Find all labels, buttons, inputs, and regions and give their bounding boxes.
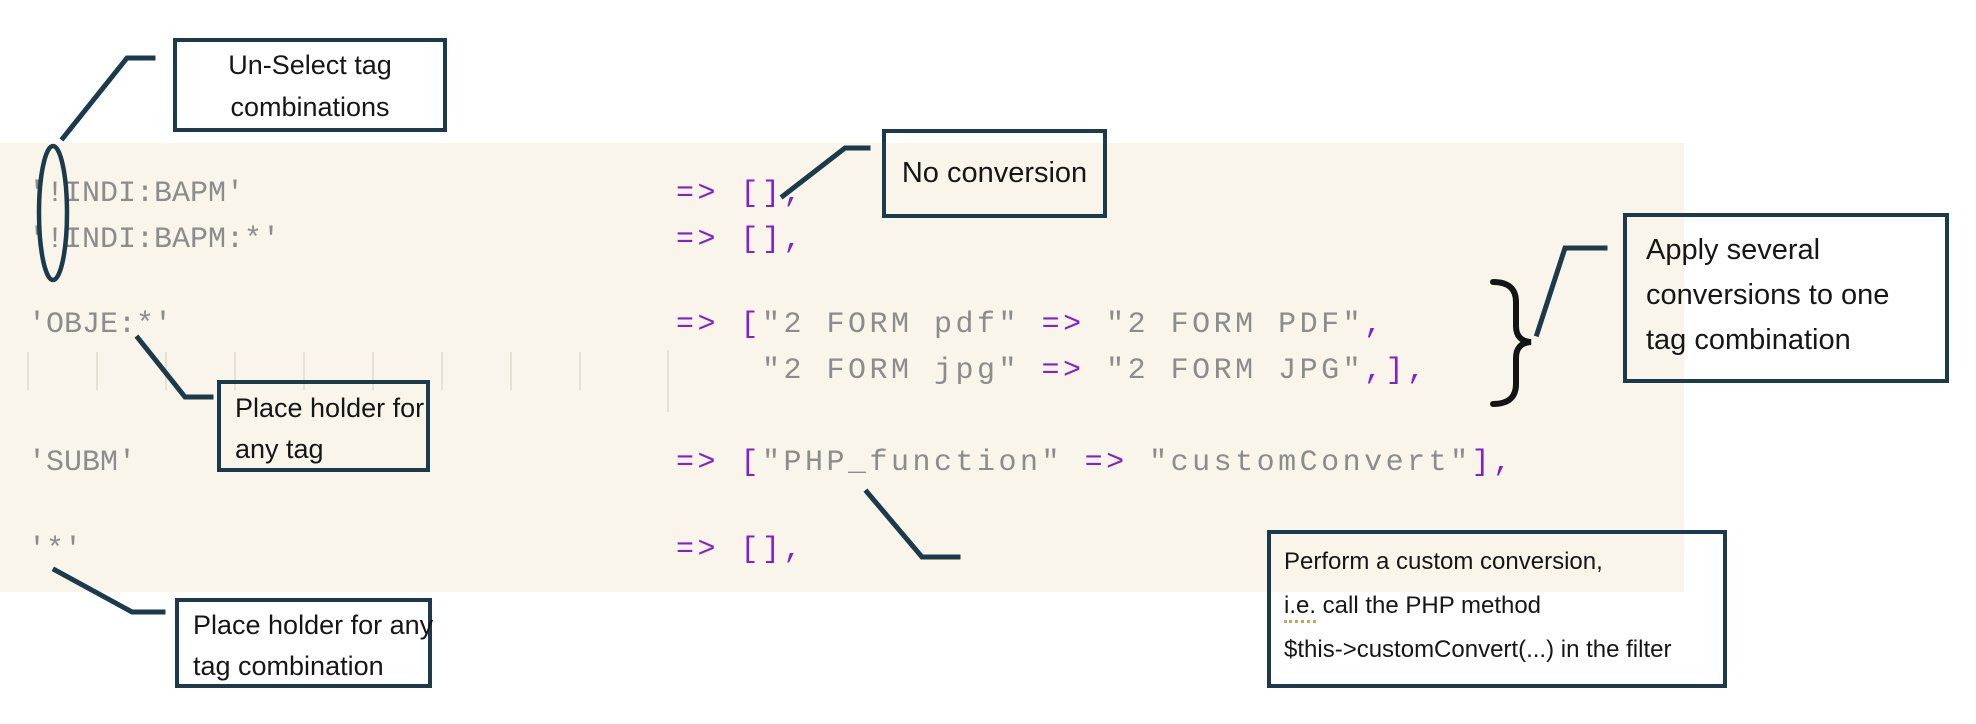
code-token: "2 FORM PDF" (1106, 308, 1365, 342)
code-token: '!INDI:BAPM' (28, 177, 245, 211)
callout-text: i.e. call the PHP method (1284, 584, 1723, 628)
callout-text: tag combination (193, 651, 384, 681)
ie-abbreviation: i.e. (1284, 592, 1317, 623)
callout-text: $this->customConvert(...) in the filter (1284, 636, 1672, 663)
code-value-indi-bapm-star: => [], (676, 221, 805, 259)
code-token: , (1364, 308, 1386, 342)
callout-unselect-tag-combinations: Un-Select tag combinations (173, 38, 447, 132)
code-value-obje-line1: => ["2 FORM pdf" => "2 FORM PDF", (676, 306, 1386, 344)
code-token: => [ (676, 446, 763, 480)
code-value-star: => [], (676, 531, 805, 569)
code-token: => (1020, 308, 1107, 342)
callout-custom-conversion: Perform a custom conversion, i.e. call t… (1267, 530, 1727, 688)
code-line-indi-bapm: '!INDI:BAPM' (28, 175, 244, 213)
code-value-obje-line2: "2 FORM jpg" => "2 FORM JPG",], (762, 352, 1429, 390)
code-value-indi-bapm: => [], (676, 175, 805, 213)
code-token: => [ (676, 308, 763, 342)
code-token: "2 FORM JPG" (1106, 354, 1365, 388)
code-token: '*' (28, 533, 83, 567)
callout-text: tag combination (1646, 324, 1851, 356)
leader-line-unselect (59, 55, 156, 142)
callout-text: call the PHP method (1316, 592, 1542, 619)
callout-text: conversions to one (1646, 279, 1890, 311)
code-token: => (1020, 354, 1107, 388)
code-block-background (0, 143, 1684, 592)
code-token: => [], (676, 223, 806, 257)
code-token: "customConvert" (1149, 446, 1472, 480)
code-line-star: '*' (28, 531, 82, 569)
callout-text: Place holder for (235, 393, 425, 423)
callout-text: Un-Select tag (228, 50, 392, 80)
callout-text: Apply several (1646, 234, 1821, 266)
code-token: => [], (676, 533, 806, 567)
code-token: 'OBJE:*' (28, 308, 173, 342)
code-token: 'SUBM' (28, 446, 137, 480)
code-line-obje: 'OBJE:*' (28, 306, 172, 344)
callout-text: No conversion (901, 157, 1088, 189)
code-token: "PHP_function" (762, 446, 1064, 480)
callout-text: any tag (235, 434, 324, 464)
callout-text: combinations (230, 92, 390, 122)
code-token: '!INDI:BAPM:*' (28, 223, 281, 257)
callout-placeholder-any-tag-combination: Place holder for any tag combination (175, 598, 434, 688)
callout-apply-several-conversions: Apply several conversions to one tag com… (1623, 213, 1949, 383)
code-token: ,], (1364, 354, 1429, 388)
code-line-subm: 'SUBM' (28, 444, 136, 482)
code-token: "2 FORM pdf" (762, 308, 1021, 342)
code-token: => (1063, 446, 1150, 480)
code-line-indi-bapm-star: '!INDI:BAPM:*' (28, 221, 280, 259)
callout-text: Perform a custom conversion, (1284, 548, 1603, 575)
callout-text: Place holder for any (193, 610, 434, 640)
code-token: "2 FORM jpg" (762, 354, 1021, 388)
callout-placeholder-any-tag: Place holder for any tag (217, 380, 430, 472)
code-token: ], (1471, 446, 1515, 480)
code-value-subm: => ["PHP_function" => "customConvert"], (676, 444, 1515, 482)
callout-no-conversion: No conversion (882, 129, 1107, 218)
code-token: => [], (676, 177, 806, 211)
